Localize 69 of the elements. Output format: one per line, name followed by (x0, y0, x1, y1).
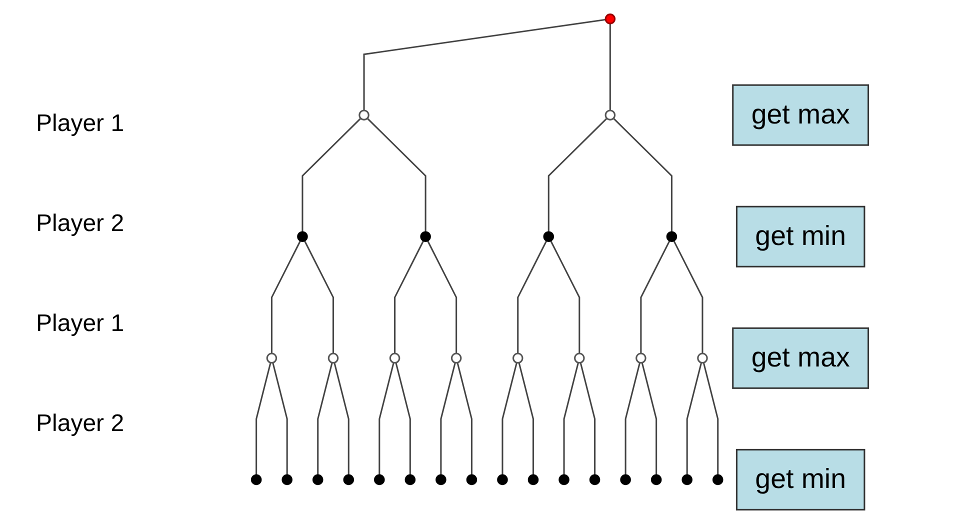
connector (518, 362, 534, 476)
player-label: Player 1 (36, 310, 124, 338)
node-circle (497, 474, 508, 486)
node-circle (528, 474, 539, 486)
connector (394, 240, 424, 354)
connector (363, 18, 606, 110)
connector (426, 240, 458, 354)
node-circle (358, 110, 370, 120)
node-circle (712, 474, 724, 486)
connector (272, 362, 288, 476)
player-label: Player 2 (36, 210, 124, 238)
connector (517, 240, 548, 354)
connector (702, 362, 719, 476)
connector (640, 240, 670, 354)
connector (624, 362, 641, 476)
node-box: get min (736, 448, 866, 510)
node-circle (682, 474, 692, 486)
node-circle (312, 474, 324, 486)
node-box: get max (732, 327, 870, 389)
connector (548, 118, 608, 232)
node-circle (666, 231, 678, 242)
node-circle (636, 352, 646, 364)
node-box: get min (736, 206, 866, 268)
node-circle (543, 231, 554, 242)
node-box: get max (732, 84, 870, 146)
node-circle (512, 352, 524, 364)
node-circle (297, 231, 308, 242)
player-label: Player 2 (36, 410, 124, 438)
connector (612, 118, 672, 232)
connector (641, 362, 658, 476)
node-circle (343, 474, 354, 486)
connector (456, 362, 472, 476)
connector (256, 362, 272, 476)
node-circle (650, 474, 662, 486)
node-circle (450, 352, 462, 364)
node-circle (436, 474, 446, 486)
connector (550, 240, 580, 354)
node-circle (420, 231, 431, 242)
node-circle (328, 352, 339, 364)
node-circle (574, 352, 585, 364)
node-circle (620, 474, 631, 486)
connector (302, 118, 362, 232)
node-circle (466, 474, 478, 486)
connector (580, 362, 596, 476)
connector (686, 362, 702, 476)
node-circle (604, 14, 616, 24)
connector (395, 362, 411, 476)
connector (609, 24, 611, 110)
connector (673, 240, 704, 354)
player-label: Player 1 (36, 110, 124, 138)
connector (440, 362, 456, 476)
node-circle (604, 110, 616, 120)
connector (378, 362, 394, 476)
connector (304, 240, 334, 354)
node-circle (697, 352, 708, 364)
connector (366, 118, 426, 232)
node-circle (250, 474, 262, 486)
node-circle (389, 352, 400, 364)
connector (270, 240, 302, 354)
connector (502, 362, 518, 476)
connector (563, 362, 580, 476)
node-circle (374, 474, 385, 486)
node-circle (282, 474, 292, 486)
node-circle (589, 474, 600, 486)
node-circle (404, 474, 416, 486)
connector (334, 362, 350, 476)
node-circle (266, 352, 278, 364)
node-circle (558, 474, 570, 486)
connector (317, 362, 333, 476)
